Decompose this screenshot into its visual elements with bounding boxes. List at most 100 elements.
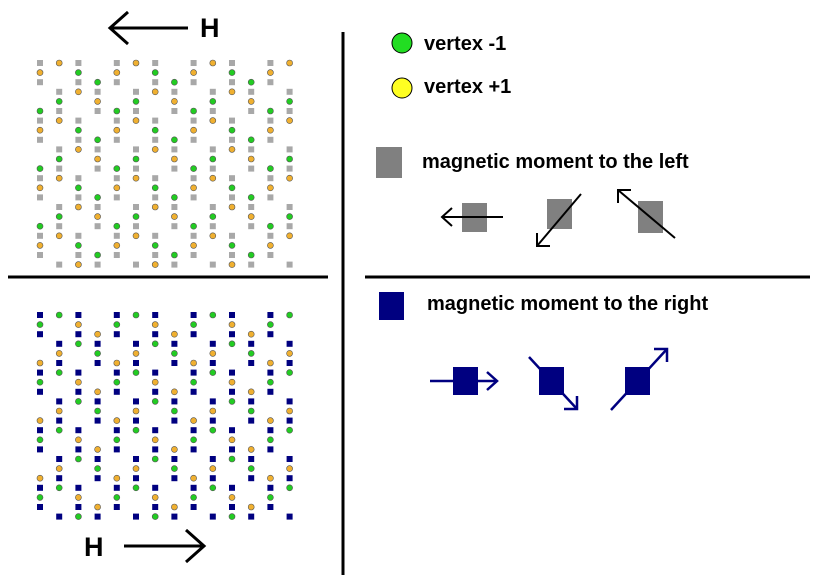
moment-square [209,204,216,210]
vertex-dot [247,446,255,453]
vertex-dot [36,378,44,386]
moment-square [267,331,274,338]
vertex-dot [113,184,121,192]
vertex-dot [151,88,159,96]
moment-square [94,513,101,520]
moment-square [229,484,235,491]
vertex-dot [151,242,159,249]
vertex-dot [247,388,255,396]
field-label-bottom: H [84,532,104,562]
vertex-dot [190,436,197,444]
moment-square [267,232,274,239]
moment-square [171,360,178,366]
moment-square [248,456,255,462]
moment-square [190,369,197,376]
vertex-dot [55,465,63,472]
moment-square [113,232,120,239]
moment-square [286,88,293,95]
moment-square [113,60,120,66]
vertex-dot [55,98,63,105]
moment-square [56,398,63,405]
vertex-dot [171,407,178,415]
moment-square [37,136,43,143]
vertex-dot [171,194,178,201]
moment-square [171,165,178,172]
moment-square [267,60,274,66]
vertex-dot [190,417,197,424]
vertex-dot [228,455,236,463]
lattice-top-panel [36,59,293,268]
moment-square [56,165,63,172]
moment-square [94,261,101,268]
vertex-dot [267,184,274,192]
moment-square [171,475,178,482]
vertex-dot [267,321,274,328]
moment-square [248,108,255,114]
moment-square [209,165,216,172]
moment-square [133,223,139,230]
moment-square [113,252,120,258]
vertex-dot [113,165,121,172]
vertex-dot [113,494,121,501]
moment-square [133,513,139,520]
moment-square [152,504,159,510]
vertex-dot [228,398,236,405]
moment-square [229,312,235,318]
moment-square [286,223,293,230]
vertex-dot [55,174,63,182]
vertex-dot [247,213,255,220]
moment-square [171,340,178,347]
moment-square [152,312,159,318]
vertex-dot [228,321,236,328]
arrow-up-right-icon [610,347,669,411]
vertex-dot [228,88,236,96]
moment-square [190,504,197,510]
moment-square [286,340,293,347]
moment-square [75,484,82,491]
vertex-dot [267,107,274,115]
moment-square [94,165,101,172]
moment-square [171,456,178,462]
moment-square [37,484,43,491]
vertex-dot [151,455,159,463]
moment-square [286,475,293,482]
vertex-dot [267,359,274,367]
vertex-dot [55,59,63,67]
vertex-dot [75,321,82,328]
vertex-dot [113,378,121,386]
vertex-dot [75,398,82,405]
vertex-dot [247,503,255,511]
vertex-dot [171,503,178,511]
moment-square [37,117,43,124]
vertex-dot [113,359,121,367]
moment-square [113,369,120,376]
moment-square [229,175,235,182]
vertex-dot [171,350,178,357]
moment-square [152,117,159,124]
moment-square [56,204,63,210]
vertex-dot [228,69,236,76]
vertex-dot [228,340,236,348]
vertex-dot [55,484,63,492]
vertex-dot [286,350,293,357]
vertex-dot [286,155,293,163]
vertex-dot [190,242,197,249]
moment-square [286,417,293,424]
vertex-dot [94,251,101,259]
moment-square [286,261,293,268]
moment-square [248,88,255,95]
vertex-dot [190,126,197,134]
vertex-dot [190,321,197,328]
moment-square [209,417,216,424]
moment-square [75,60,82,66]
moment-square [75,369,82,376]
moment-square [229,60,235,66]
vertex-dot [190,184,197,192]
vertex-dot [94,213,101,220]
vertex-dot [55,311,63,319]
vertex-dot [267,242,274,249]
vertex-dot [190,359,197,367]
moment-square [37,388,43,395]
vertex-dot [55,426,63,434]
moment-square [171,223,178,230]
